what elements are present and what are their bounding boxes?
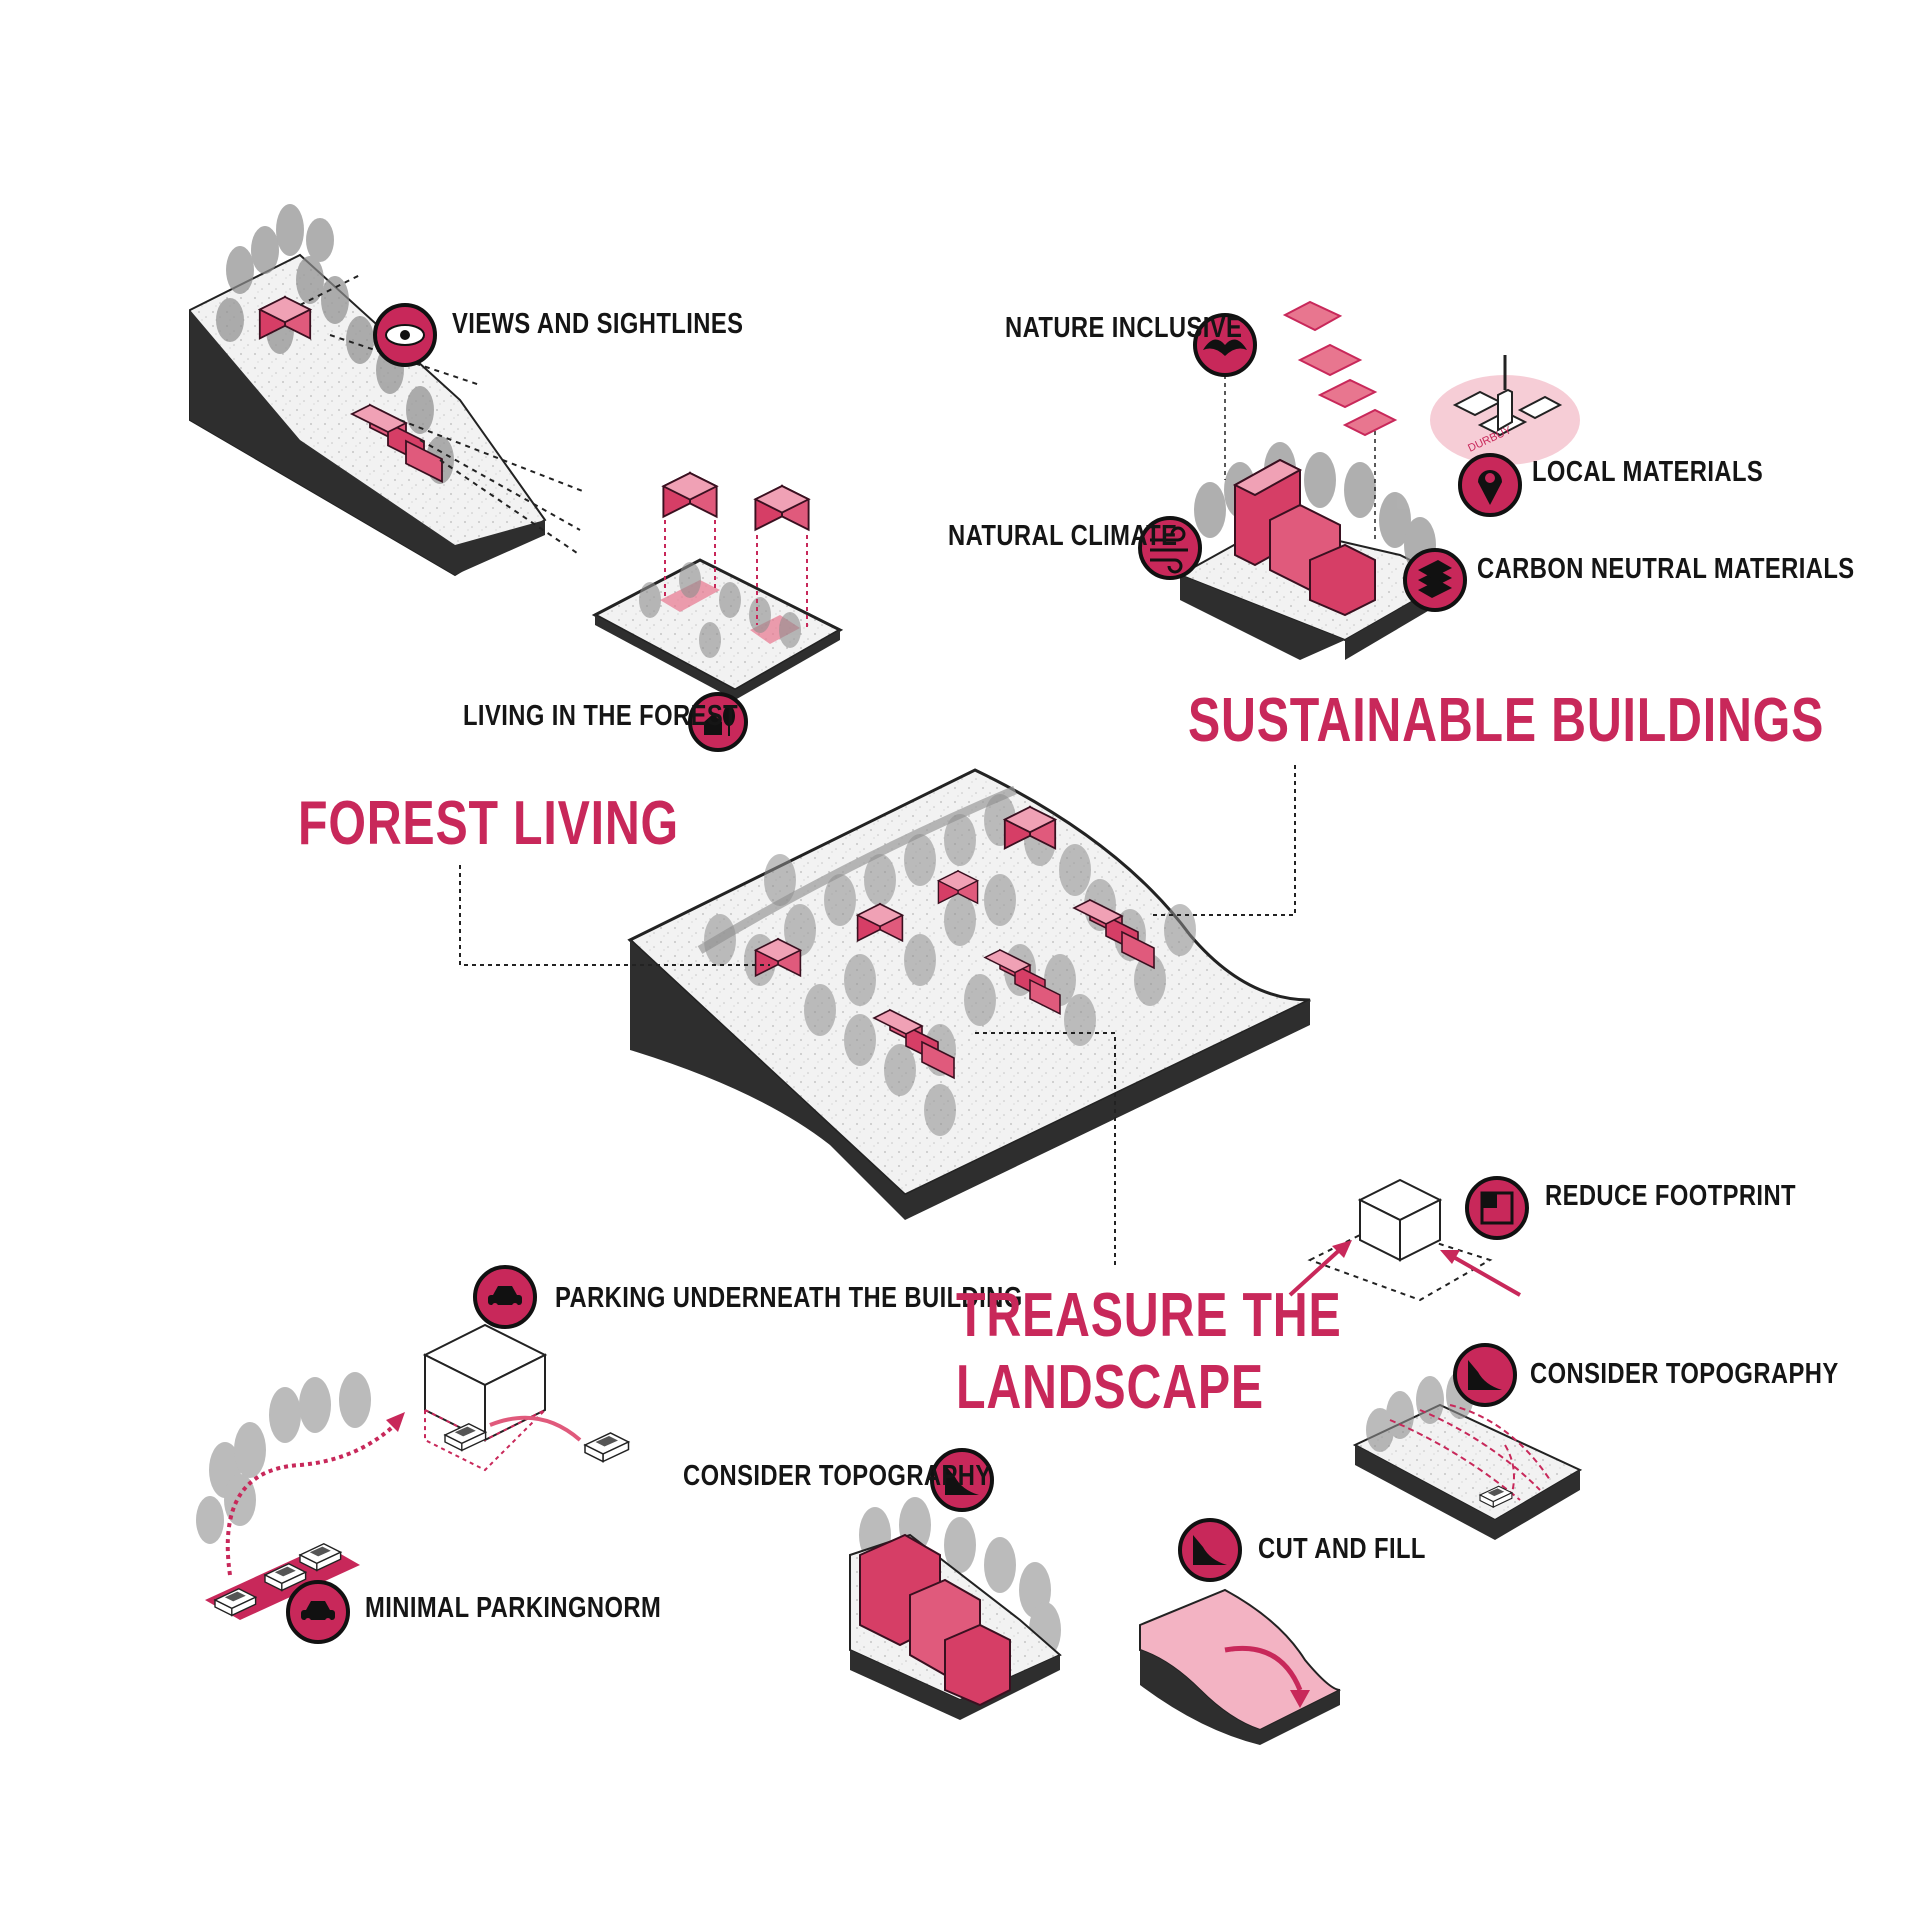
label-local-materials: LOCAL MATERIALS [1532,456,1764,488]
heading-sustainable-buildings: SUSTAINABLE BUILDINGS [1188,686,1825,755]
eye-icon [373,303,437,367]
slope-icon-center [930,1448,994,1512]
slope-icon [1453,1343,1517,1407]
wind-icon [1138,516,1202,580]
living-forest-block [591,472,844,700]
reduce-footprint-diagram [1288,1178,1521,1302]
footprint-square-icon [1465,1176,1529,1240]
views-slope-block [189,204,586,577]
label-natural-climate: NATURAL CLIMATE [948,520,1178,552]
location-pin-icon [1458,453,1522,517]
label-consider-topography-right: CONSIDER TOPOGRAPHY [1530,1358,1839,1390]
bat-icon [1193,313,1257,377]
leader-lines [459,765,1296,1265]
heading-treasure-line1: TREASURE THE [956,1281,1342,1350]
label-carbon-neutral-materials: CARBON NEUTRAL MATERIALS [1477,553,1855,585]
topography-center-diagram [849,1497,1062,1720]
label-views-and-sightlines: VIEWS AND SIGHTLINES [452,308,744,340]
label-living-in-the-forest: LIVING IN THE FOREST [463,700,739,732]
timber-stack-icon [1403,548,1467,612]
heading-forest-living: FOREST LIVING [298,789,679,858]
slope-icon-cut [1178,1518,1242,1582]
label-consider-topography-center: CONSIDER TOPOGRAPHY [683,1460,992,1492]
label-minimal-parkingnorm: MINIMAL PARKINGNORM [365,1592,662,1624]
label-nature-inclusive: NATURE INCLUSIVE [1005,312,1243,344]
main-landscape-block [627,768,1311,1220]
durbuy-village: DURBUY [1430,355,1580,465]
label-parking-underneath: PARKING UNDERNEATH THE BUILDING [555,1282,1023,1314]
house-trees-icon [688,692,748,752]
car-icon [473,1265,537,1329]
sustainable-block [1177,300,1453,660]
cut-and-fill-diagram [1139,1588,1341,1745]
car-icon-parkingnorm [286,1580,350,1644]
parking-underneath-diagram [196,1323,630,1620]
label-reduce-footprint: REDUCE FOOTPRINT [1545,1180,1796,1212]
label-cut-and-fill: CUT AND FILL [1258,1533,1426,1565]
heading-treasure-line2: LANDSCAPE [956,1353,1264,1422]
